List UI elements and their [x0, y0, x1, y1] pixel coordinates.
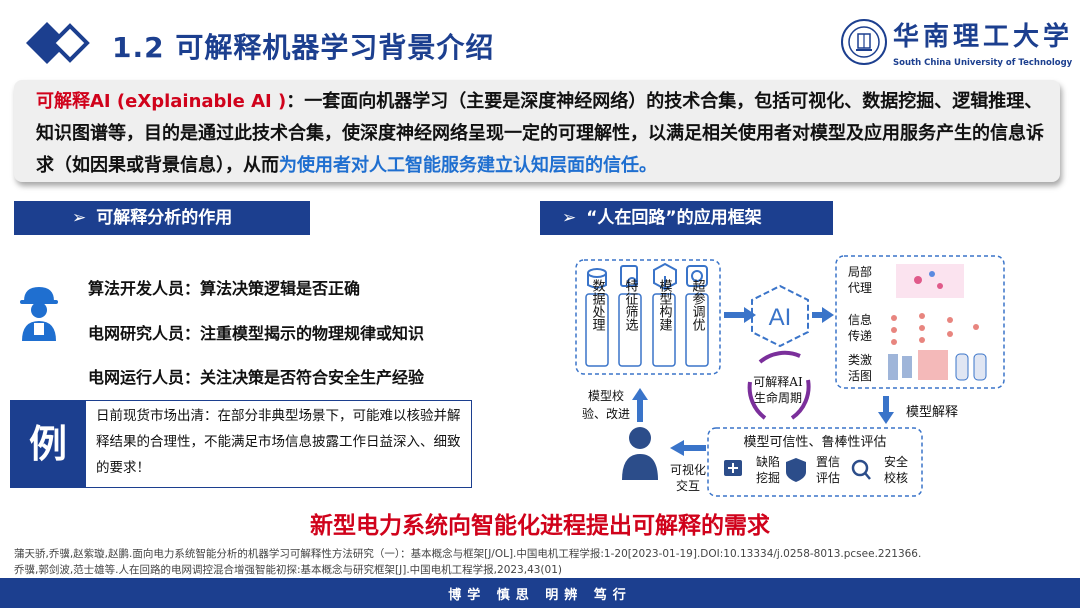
- example-box: [10, 400, 472, 488]
- definition-term: 可解释AI (eXplainable AI ): [36, 91, 287, 112]
- method-1-line-1: 信息: [848, 312, 872, 327]
- section-header-framework: ➢ “人在回路”的应用框架: [540, 201, 833, 235]
- eval-1-line-2: 评估: [816, 471, 840, 485]
- lifecycle-arc-top: [758, 350, 801, 364]
- role-grid-researcher: 电网研究人员：注重模型揭示的物理规律或知识: [88, 324, 425, 343]
- first-aid-icon: [724, 460, 742, 476]
- university-name-en: South China University of Technology: [893, 58, 1073, 68]
- step-box-model: [652, 293, 676, 367]
- model-adjust-line-2: 验、改进: [582, 406, 630, 421]
- database-icon: [587, 268, 607, 289]
- ai-hexagon: [751, 284, 809, 348]
- local-surrogate-thumb: [896, 264, 964, 298]
- hitl-framework-diagram: 数据处理 特征筛选 模型构建 超参调优 AI 可解释AI 生命周期 局部 代理 …: [575, 255, 1005, 497]
- ai-label: AI: [769, 304, 792, 331]
- settings-icon: [686, 265, 708, 287]
- lifecycle-arc-left: [747, 381, 767, 420]
- definition-colon: ：: [286, 91, 305, 112]
- example-text: 日前现货市场出清：在部分非典型场景下，可能难以核验并解释结果的合理性，不能满足市…: [96, 408, 461, 476]
- chevron-right-icon: ➢: [72, 208, 87, 228]
- step-label-1: 特征筛选: [623, 279, 639, 332]
- step-box-tuning: [685, 293, 709, 367]
- eval-0-line-2: 挖掘: [756, 470, 780, 485]
- magnifier-icon: [851, 459, 871, 480]
- network-thumb: [891, 313, 979, 345]
- lifecycle-line-2: 生命周期: [754, 390, 802, 405]
- eval-2-line-1: 安全: [884, 454, 908, 469]
- activation-map-thumb: [888, 350, 987, 381]
- worker-icon: [20, 287, 58, 341]
- step-box-feature: [618, 293, 642, 367]
- method-0-line-2: 代理: [848, 281, 872, 295]
- slogan: 新型电力系统向智能化进程提出可解释的需求: [310, 513, 770, 539]
- reference-1: 蒲天骄,乔骥,赵紫璇,赵鹏.面向电力系统智能分析的机器学习可解释性方法研究（一）…: [14, 548, 922, 560]
- definition-body: 一套面向机器学习（主要是深度神经网络）的技术合集，包括可视化、数据挖掘、逻辑推理…: [36, 91, 1044, 176]
- section-header-analysis: ➢ 可解释分析的作用: [14, 201, 310, 235]
- definition-box: [14, 80, 1060, 182]
- eval-title: 模型可信性、鲁棒性评估: [743, 435, 886, 450]
- method-2-line-2: 活图: [848, 369, 872, 383]
- model-explain-label: 模型解释: [906, 405, 958, 420]
- university-seal-icon: [841, 19, 887, 65]
- model-adjust-line-1: 模型校: [588, 388, 624, 403]
- eval-container: [707, 427, 923, 497]
- eval-0-line-1: 缺陷: [756, 454, 780, 469]
- visual-interaction-line-1: 可视化: [670, 462, 706, 477]
- shield-icon: [786, 458, 806, 482]
- step-label-2: 模型构建: [657, 279, 673, 332]
- lifecycle-arc-right: [790, 379, 811, 420]
- footer-bar: [0, 578, 1080, 608]
- page-title: 1.2 可解释机器学习背景介绍: [112, 31, 495, 64]
- role-grid-operator: 电网运行人员：关注决策是否符合安全生产经验: [88, 368, 425, 387]
- method-2-line-1: 类激: [848, 353, 872, 367]
- step-label-3: 超参调优: [690, 279, 706, 332]
- eval-2-line-2: 校核: [884, 470, 908, 485]
- section-header-analysis-label: 可解释分析的作用: [96, 208, 233, 228]
- section-header-framework-label: “人在回路”的应用框架: [586, 208, 762, 228]
- visual-interaction-line-2: 交互: [676, 478, 700, 493]
- cube-icon: [653, 262, 677, 291]
- user-icon: [622, 427, 658, 480]
- definition-highlight: 为使用者对人工智能服务建立认知层面的信任。: [279, 155, 657, 176]
- step-label-0: 数据处理: [590, 279, 606, 331]
- university-name-cn: 华南理工大学: [893, 22, 1074, 52]
- example-label: 例: [10, 400, 86, 488]
- method-1-line-2: 传递: [848, 328, 872, 343]
- lifecycle-line-1: 可解释AI: [753, 375, 803, 389]
- footer-motto: 博学 慎思 明辨 笃行: [448, 588, 632, 603]
- method-0-line-1: 局部: [848, 264, 872, 279]
- chevron-right-icon: ➢: [562, 208, 577, 228]
- double-diamond-icon: [26, 22, 90, 64]
- steps-container: [575, 259, 721, 375]
- role-algorithm-dev: 算法开发人员：算法决策逻辑是否正确: [88, 279, 361, 298]
- step-box-data: [585, 293, 609, 367]
- search-doc-icon: [620, 265, 638, 287]
- eval-1-line-1: 置信: [816, 455, 840, 469]
- reference-2: 乔骥,郭剑波,范士雄等.人在回路的电网调控混合增强智能初探:基本概念与研究框架[…: [14, 564, 562, 576]
- definition-text: 可解释AI (eXplainable AI )：一套面向机器学习（主要是深度神经…: [36, 86, 1046, 182]
